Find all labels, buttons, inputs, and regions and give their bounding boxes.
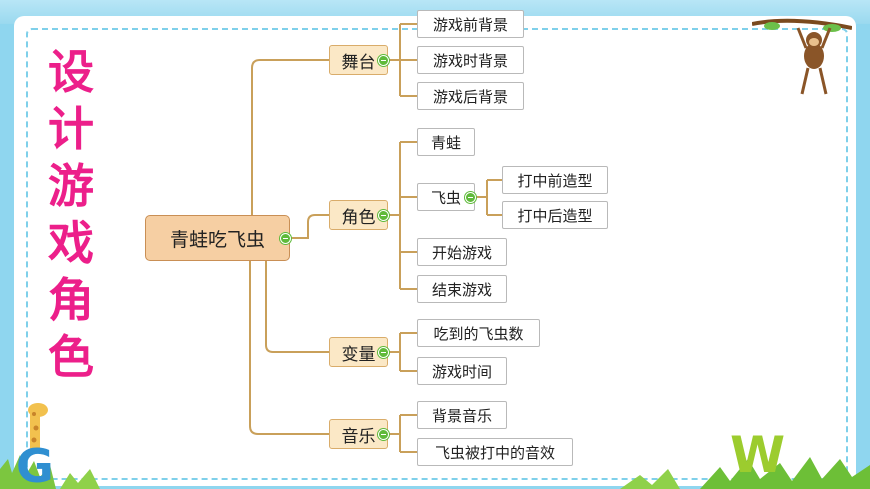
connector-root-music bbox=[249, 260, 329, 435]
collapse-toggle-icon[interactable] bbox=[378, 429, 389, 440]
leaf-node[interactable]: 结束游戏 bbox=[417, 275, 507, 303]
leaf-node[interactable]: 游戏时间 bbox=[417, 357, 507, 385]
leaf-label: 背景音乐 bbox=[431, 406, 492, 425]
title-char: 设 bbox=[48, 45, 94, 99]
leaf-label: 游戏后背景 bbox=[432, 87, 508, 106]
title-char: 戏 bbox=[48, 216, 94, 270]
root-label: 青蛙吃飞虫 bbox=[169, 228, 265, 251]
title-char: 色 bbox=[48, 330, 94, 384]
leaf-node-bug[interactable]: 飞虫 bbox=[417, 183, 475, 211]
collapse-toggle-icon[interactable] bbox=[378, 347, 389, 358]
leaf-node[interactable]: 飞虫被打中的音效 bbox=[417, 438, 573, 466]
connector-root-variable bbox=[265, 260, 329, 353]
leaf-label: 飞虫 bbox=[430, 188, 461, 207]
vertical-title: 设 计 游 戏 角 色 bbox=[40, 44, 102, 386]
leaf-label: 青蛙 bbox=[430, 133, 461, 152]
collapse-toggle-icon[interactable] bbox=[465, 192, 476, 203]
leaf-node[interactable]: 开始游戏 bbox=[417, 238, 507, 266]
leaf-label: 打中前造型 bbox=[517, 171, 593, 190]
corner-letter-right: W bbox=[730, 426, 785, 480]
category-label: 变量 bbox=[341, 344, 376, 365]
leaf-node[interactable]: 游戏前背景 bbox=[417, 10, 524, 38]
collapse-toggle-icon[interactable] bbox=[280, 233, 291, 244]
leaf-label: 游戏时间 bbox=[431, 362, 492, 381]
leaf-label: 飞虫被打中的音效 bbox=[434, 443, 555, 462]
leaf-node[interactable]: 吃到的飞虫数 bbox=[417, 319, 540, 347]
title-char: 计 bbox=[48, 102, 94, 156]
leaf-node[interactable]: 背景音乐 bbox=[417, 401, 507, 429]
category-label: 舞台 bbox=[341, 52, 376, 73]
connector-variable-children bbox=[388, 332, 417, 372]
monkey-illustration bbox=[751, 18, 853, 102]
leaf-label: 游戏时背景 bbox=[432, 51, 508, 70]
giraffe-illustration: G bbox=[4, 400, 74, 489]
root-node[interactable]: 青蛙吃飞虫 bbox=[145, 215, 290, 261]
leaf-node[interactable]: 打中前造型 bbox=[502, 166, 608, 194]
corner-letter-left: G bbox=[16, 439, 54, 485]
leaf-label: 打中后造型 bbox=[517, 206, 593, 225]
category-music[interactable]: 音乐 bbox=[329, 419, 388, 449]
connector-stage-children bbox=[388, 23, 417, 97]
collapse-toggle-icon[interactable] bbox=[378, 210, 389, 221]
leaf-label: 结束游戏 bbox=[431, 280, 492, 299]
leaf-node[interactable]: 游戏时背景 bbox=[417, 46, 524, 74]
letter-w-decoration: W bbox=[730, 426, 785, 480]
collapse-toggle-icon[interactable] bbox=[378, 55, 389, 66]
connector-root-role bbox=[290, 214, 329, 239]
leaf-label: 开始游戏 bbox=[431, 243, 492, 262]
connector-role-children bbox=[388, 141, 417, 290]
title-char: 角 bbox=[48, 273, 94, 327]
connector-bug-children bbox=[475, 179, 502, 216]
leaf-node[interactable]: 游戏后背景 bbox=[417, 82, 524, 110]
leaf-node[interactable]: 青蛙 bbox=[417, 128, 475, 156]
connector-music-children bbox=[388, 414, 417, 453]
leaf-label: 游戏前背景 bbox=[432, 15, 508, 34]
leaf-node[interactable]: 打中后造型 bbox=[502, 201, 608, 229]
title-char: 游 bbox=[48, 159, 94, 213]
category-label: 角色 bbox=[341, 207, 376, 228]
leaf-label: 吃到的飞虫数 bbox=[433, 324, 524, 343]
category-label: 音乐 bbox=[341, 426, 376, 447]
connector-root-stage bbox=[251, 59, 329, 215]
